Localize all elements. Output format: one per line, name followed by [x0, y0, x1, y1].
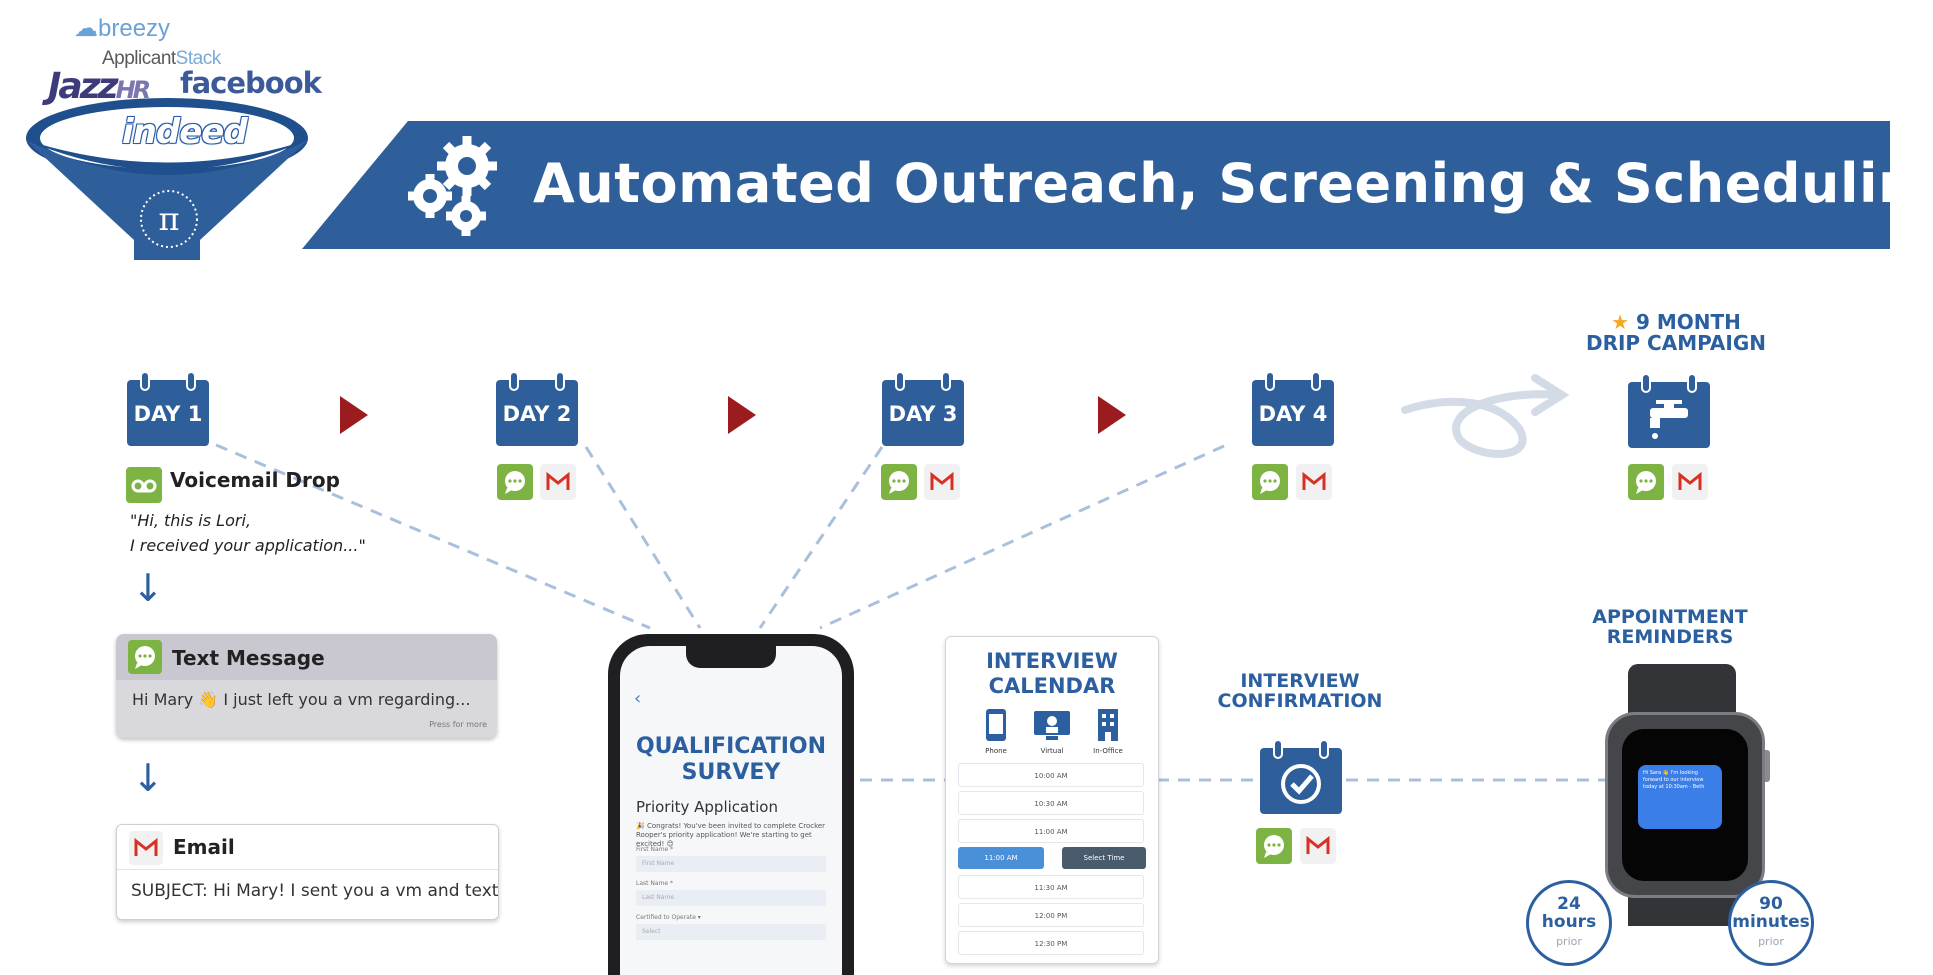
- arrow-down-icon: ↓: [132, 566, 164, 610]
- sms-icon: [1256, 828, 1292, 864]
- gmail-icon: [1672, 464, 1708, 500]
- gmail-icon: [540, 464, 576, 500]
- sms-icon: [497, 464, 533, 500]
- time-slot[interactable]: 12:00 PM: [958, 903, 1144, 927]
- phone-icon: [986, 709, 1006, 741]
- time-slot[interactable]: 10:00 AM: [958, 763, 1144, 787]
- email-card: Email SUBJECT: Hi Mary! I sent you a vm …: [116, 824, 499, 920]
- watch-message: Hi Sara 👋 I'm looking forward to our int…: [1638, 765, 1722, 829]
- calendar-icon: [1252, 371, 1334, 446]
- facebook-logo: facebook: [180, 66, 322, 100]
- applicantstack-logo: ApplicantStack: [102, 48, 221, 69]
- voicemail-quote: "Hi, this is Lori,I received your applic…: [130, 511, 366, 555]
- text-message-title: Text Message: [172, 646, 325, 670]
- time-slot[interactable]: 11:30 AM: [958, 875, 1144, 899]
- jazzhr-logo: JazzHR: [48, 66, 151, 107]
- sms-icon: [128, 640, 162, 674]
- smartwatch: Hi Sara 👋 I'm looking forward to our int…: [1605, 712, 1765, 898]
- gears-icon: [408, 136, 497, 236]
- drip-badge: [1628, 373, 1710, 448]
- day-label: DAY 2: [502, 402, 572, 426]
- next-arrow-icon: [340, 396, 368, 434]
- day-label: DAY 1: [133, 402, 203, 426]
- mode-phone[interactable]: Phone: [968, 705, 1024, 755]
- svg-text:π: π: [158, 200, 179, 238]
- calendar-icon: [882, 371, 964, 446]
- first-name-field[interactable]: First Name: [636, 856, 826, 872]
- field-label: Last Name *: [636, 880, 674, 887]
- field-label: Certified to Operate ▾: [636, 914, 701, 921]
- voicemail-drop-label: Voicemail Drop: [170, 468, 340, 492]
- select-time-button[interactable]: Select Time: [1062, 847, 1146, 869]
- star-icon: ★: [1611, 310, 1630, 334]
- sms-icon: [881, 464, 917, 500]
- day-4-badge: DAY 4: [1252, 371, 1334, 446]
- breezy-logo: ☁breezy: [74, 15, 171, 42]
- next-arrow-icon: [728, 396, 756, 434]
- mode-in-office[interactable]: In-Office: [1080, 705, 1136, 755]
- gmail-icon: [924, 464, 960, 500]
- building-icon: [1098, 709, 1118, 741]
- banner-title: Automated Outreach, Screening & Scheduli…: [533, 152, 1933, 215]
- watch-band: [1628, 664, 1736, 720]
- last-name-field[interactable]: Last Name: [636, 890, 826, 906]
- calendar-icon: [496, 371, 578, 446]
- day-3-badge: DAY 3: [882, 371, 964, 446]
- arrow-down-icon: ↓: [132, 756, 164, 800]
- time-slot[interactable]: 12:30 PM: [958, 931, 1144, 955]
- text-message-card: Text Message Hi Mary 👋 I just left you a…: [116, 634, 497, 738]
- survey-subtitle: Priority Application: [636, 798, 778, 816]
- next-arrow-icon: [1098, 396, 1126, 434]
- field-label: First Name *: [636, 846, 674, 853]
- certified-select[interactable]: Select: [636, 924, 826, 940]
- video-call-icon: [1034, 711, 1070, 740]
- faucet-icon: [1628, 373, 1710, 448]
- time-slot[interactable]: 10:30 AM: [958, 791, 1144, 815]
- day-1-badge: DAY 1: [127, 371, 209, 446]
- day-label: DAY 3: [888, 402, 958, 426]
- gmail-icon: [129, 831, 163, 865]
- text-message-footer: Press for more: [429, 720, 487, 729]
- banner: [26, 98, 1890, 260]
- text-message-body: Hi Mary 👋 I just left you a vm regarding…: [132, 690, 471, 709]
- gmail-icon: [1300, 828, 1336, 864]
- watch-screen: Hi Sara 👋 I'm looking forward to our int…: [1622, 729, 1748, 881]
- day-2-badge: DAY 2: [496, 371, 578, 446]
- voicemail-icon: [126, 467, 162, 503]
- reminder-90-minutes-badge: 90 minutes prior: [1728, 880, 1814, 966]
- sms-icon: [1252, 464, 1288, 500]
- email-title: Email: [173, 835, 235, 859]
- mode-virtual[interactable]: Virtual: [1024, 705, 1080, 755]
- gmail-icon: [1296, 464, 1332, 500]
- email-body: SUBJECT: Hi Mary! I sent you a vm and te…: [131, 881, 499, 901]
- pi-icon: π: [140, 190, 198, 248]
- selected-time-slot[interactable]: 11:00 AM: [958, 847, 1044, 869]
- survey-note: 🎉 Congrats! You've been invited to compl…: [636, 822, 826, 848]
- back-icon: ‹: [634, 688, 642, 709]
- reminder-24-hours-badge: 24 hours prior: [1526, 880, 1612, 966]
- day-label: DAY 4: [1258, 402, 1328, 426]
- calendar-icon: [127, 371, 209, 446]
- time-slot[interactable]: 11:00 AM: [958, 819, 1144, 843]
- calendar-check-icon: [1260, 739, 1342, 814]
- indeed-logo: indeed: [122, 112, 248, 152]
- funnel-icon: [26, 98, 308, 260]
- sms-icon: [1628, 464, 1664, 500]
